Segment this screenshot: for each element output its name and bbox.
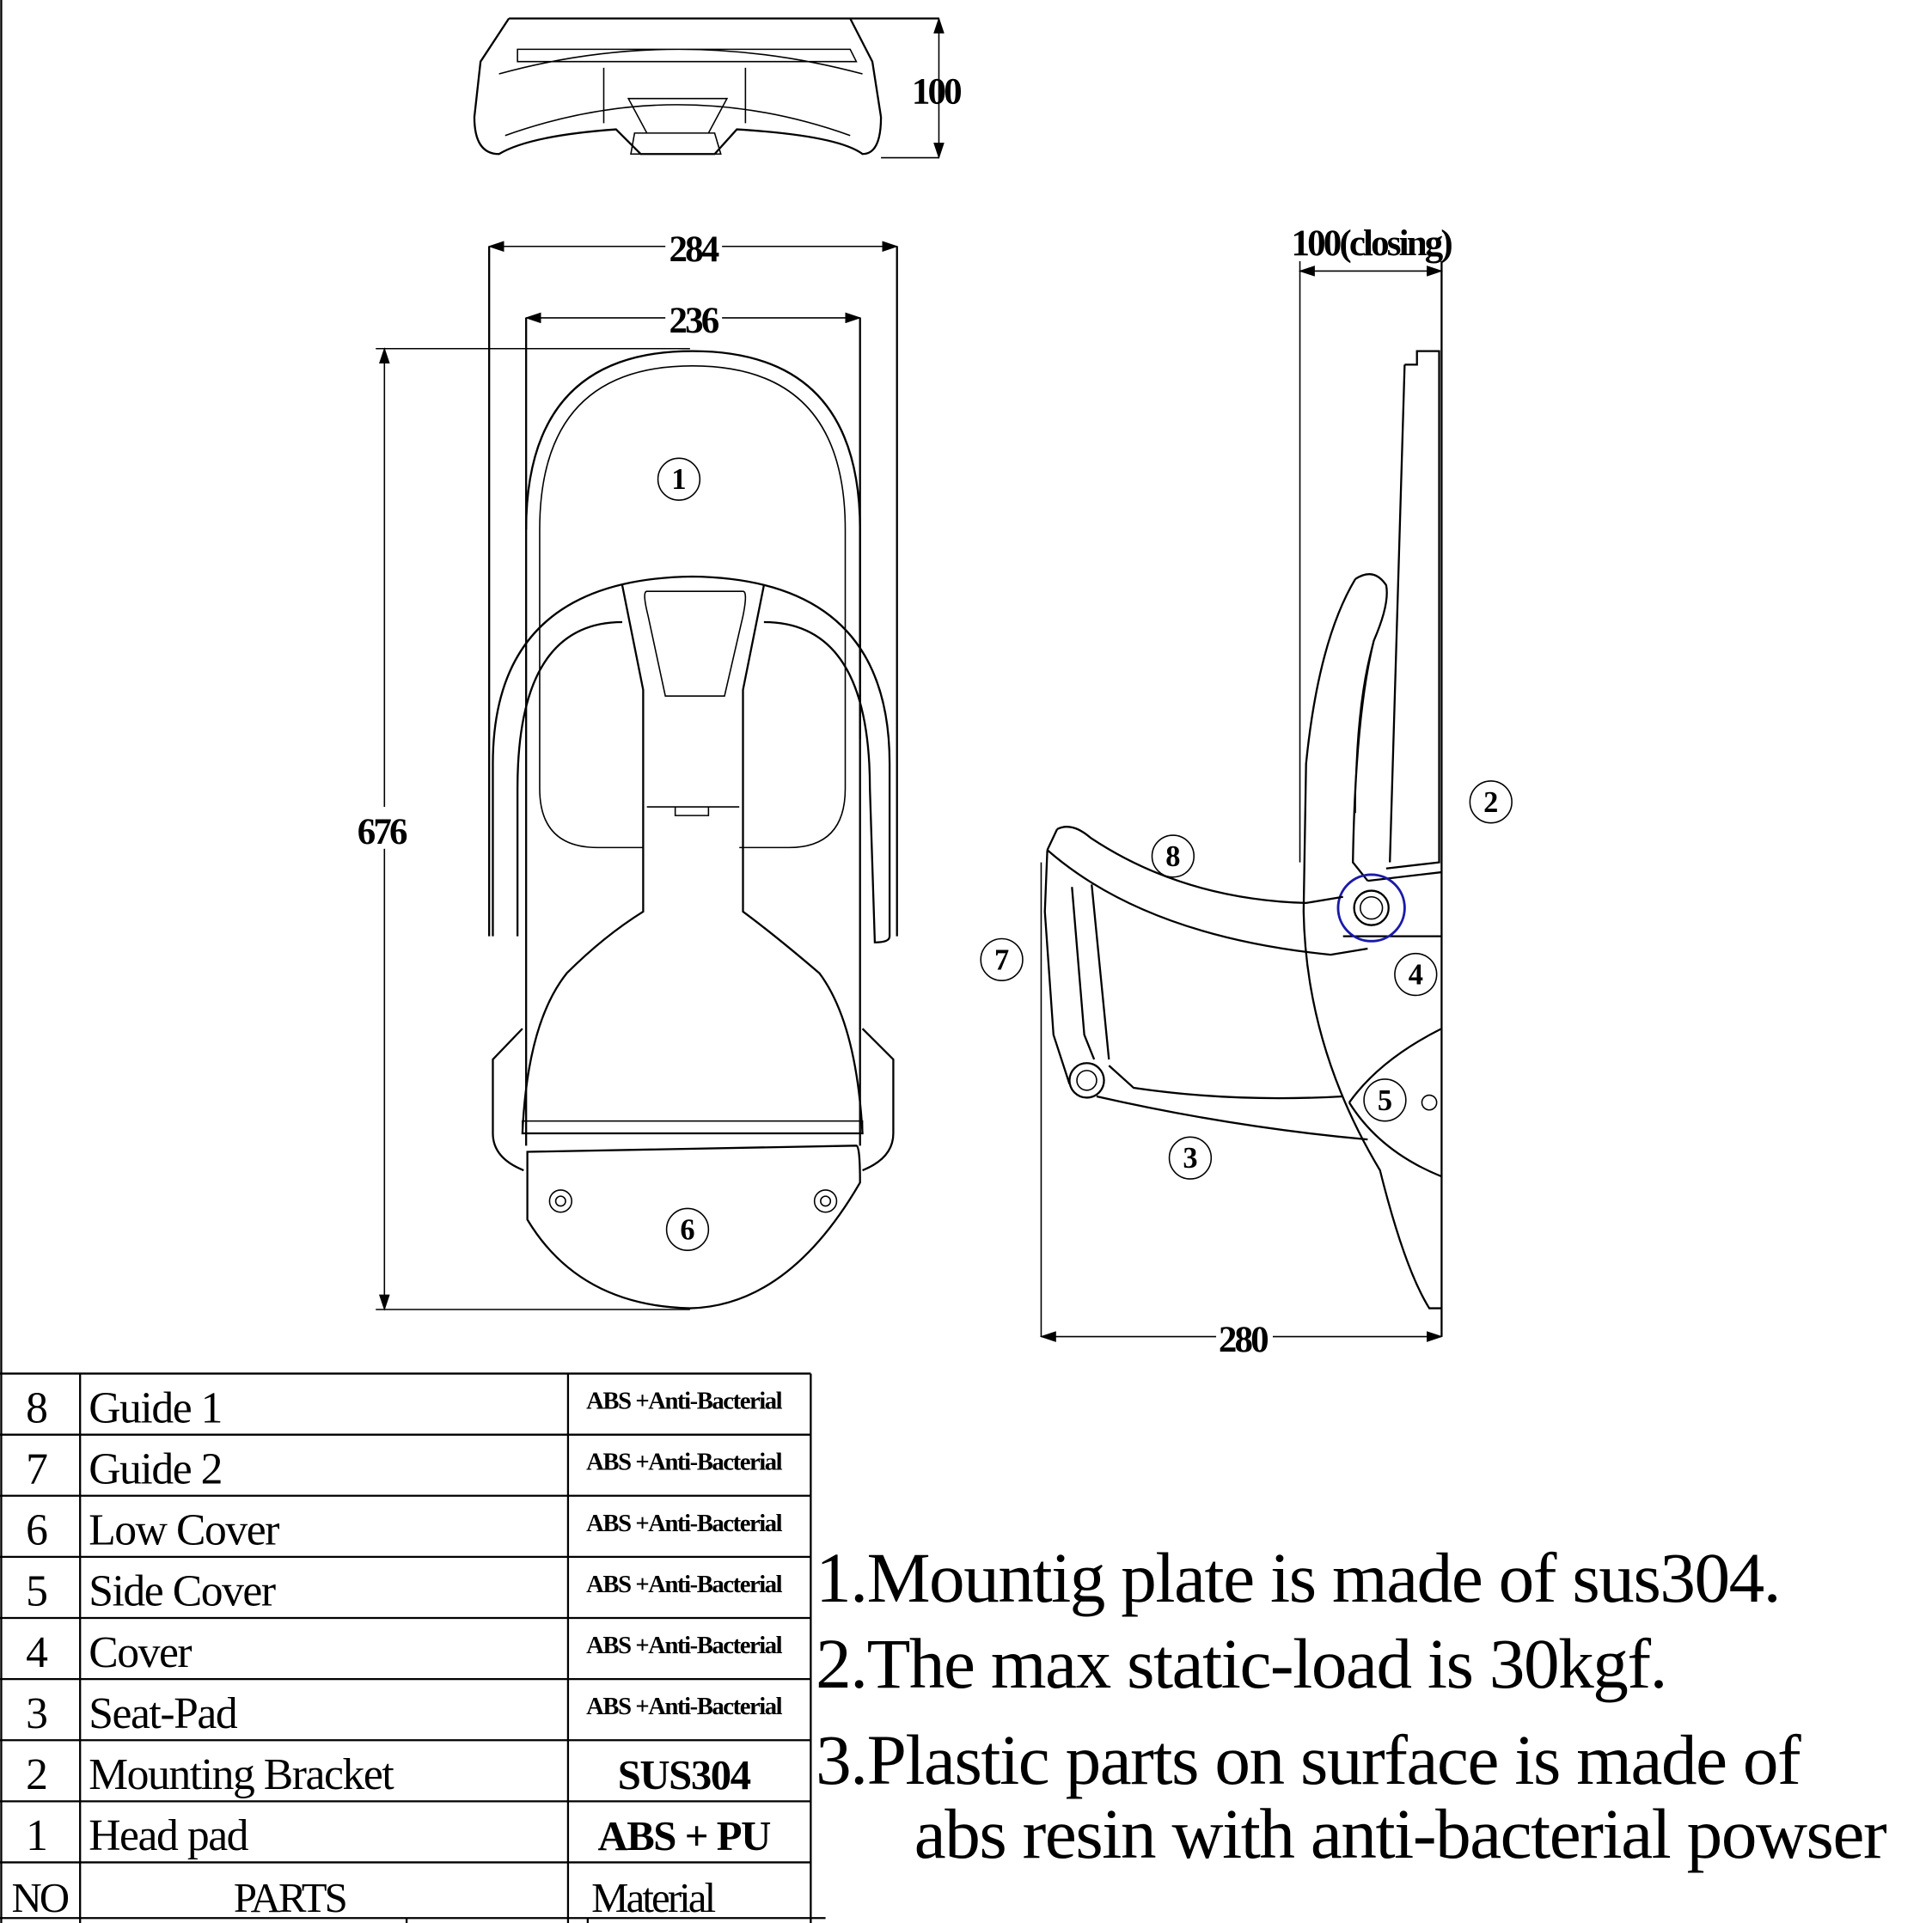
part-material: ABS +Anti-Bacterial — [586, 1510, 783, 1537]
part-no: 8 — [26, 1383, 48, 1432]
parts-table: 8 Guide 1 ABS +Anti-Bacterial 7 Guide 2 ABS +… — [0, 1372, 826, 1923]
part-name: Low Cover — [89, 1506, 279, 1555]
balloon-1: 1 — [657, 457, 701, 501]
balloon-4: 4 — [1394, 952, 1438, 997]
note-2: 2.The max static-load is 30kgf. — [816, 1624, 1666, 1703]
dim-height: 676 — [358, 812, 407, 852]
part-material: ABS +Anti-Bacterial — [586, 1449, 783, 1476]
part-name: Side Cover — [89, 1567, 276, 1616]
part-material: ABS +Anti-Bacterial — [586, 1388, 783, 1415]
table-row: 3 Seat-Pad ABS +Anti-Bacterial — [26, 1689, 784, 1738]
balloon-2: 2 — [1469, 780, 1513, 824]
svg-text:1: 1 — [671, 463, 686, 496]
dim-inner-width: 236 — [669, 301, 718, 341]
part-no: 2 — [26, 1750, 48, 1799]
part-no: 3 — [26, 1689, 48, 1738]
table-row: 5 Side Cover ABS +Anti-Bacterial — [26, 1567, 784, 1616]
note-3-cont: abs resin with anti-bacterial powser — [914, 1794, 1886, 1873]
svg-text:7: 7 — [994, 943, 1009, 976]
dim-top-depth: 100 — [912, 71, 961, 112]
part-name: Head pad — [89, 1811, 248, 1860]
part-name: Cover — [89, 1628, 192, 1677]
balloon-6: 6 — [665, 1207, 710, 1251]
svg-text:3: 3 — [1183, 1142, 1197, 1175]
note-3: 3.Plastic parts on surface is made of — [816, 1720, 1801, 1799]
table-row: 4 Cover ABS +Anti-Bacterial — [26, 1628, 784, 1677]
notes: 1.Mountig plate is made of sus304. 2.The… — [816, 1538, 1887, 1873]
balloon-7: 7 — [980, 937, 1024, 982]
header-material: Material — [591, 1875, 715, 1921]
part-no: 6 — [26, 1506, 48, 1555]
part-material: SUS304 — [618, 1752, 751, 1798]
dim-outer-width: 284 — [669, 229, 718, 270]
svg-text:6: 6 — [680, 1213, 694, 1246]
part-name: Seat-Pad — [89, 1689, 238, 1738]
part-material: ABS + PU — [597, 1813, 770, 1859]
part-name: Guide 2 — [89, 1444, 222, 1493]
part-name: Mounting Bracket — [89, 1750, 394, 1799]
note-1: 1.Mountig plate is made of sus304. — [816, 1538, 1780, 1617]
header-parts: PARTS — [234, 1875, 346, 1921]
part-no: 1 — [26, 1811, 48, 1860]
dim-closing-depth: 100(closing) — [1291, 223, 1452, 264]
svg-text:5: 5 — [1378, 1084, 1392, 1117]
front-view: 284 236 676 — [357, 229, 899, 1311]
part-no: 5 — [26, 1567, 48, 1616]
header-no: NO — [12, 1875, 69, 1921]
balloons: 1 2 3 4 5 6 7 8 — [657, 457, 1513, 1251]
part-no: 7 — [26, 1444, 48, 1493]
balloon-3: 3 — [1168, 1136, 1213, 1180]
table-row: 7 Guide 2 ABS +Anti-Bacterial — [26, 1444, 784, 1493]
side-view: 100(closing) 280 — [1039, 223, 1454, 1360]
table-row: 6 Low Cover ABS +Anti-Bacterial — [26, 1506, 784, 1555]
table-row: 2 Mounting Bracket SUS304 — [26, 1750, 752, 1799]
table-row: 8 Guide 1 ABS +Anti-Bacterial — [26, 1383, 784, 1432]
svg-text:4: 4 — [1409, 959, 1423, 992]
table-row: 1 Head pad ABS + PU — [26, 1811, 771, 1860]
balloon-8: 8 — [1151, 834, 1195, 878]
svg-text:8: 8 — [1165, 840, 1180, 873]
part-material: ABS +Anti-Bacterial — [586, 1693, 783, 1720]
top-view: 100 — [473, 16, 963, 160]
balloon-5: 5 — [1363, 1078, 1407, 1122]
part-material: ABS +Anti-Bacterial — [586, 1571, 783, 1598]
svg-text:2: 2 — [1483, 786, 1498, 819]
dim-open-depth: 280 — [1219, 1320, 1268, 1360]
part-name: Guide 1 — [89, 1383, 222, 1432]
part-material: ABS +Anti-Bacterial — [586, 1632, 783, 1659]
table-header-row: NO PARTS Material — [12, 1875, 718, 1921]
part-no: 4 — [26, 1628, 48, 1677]
